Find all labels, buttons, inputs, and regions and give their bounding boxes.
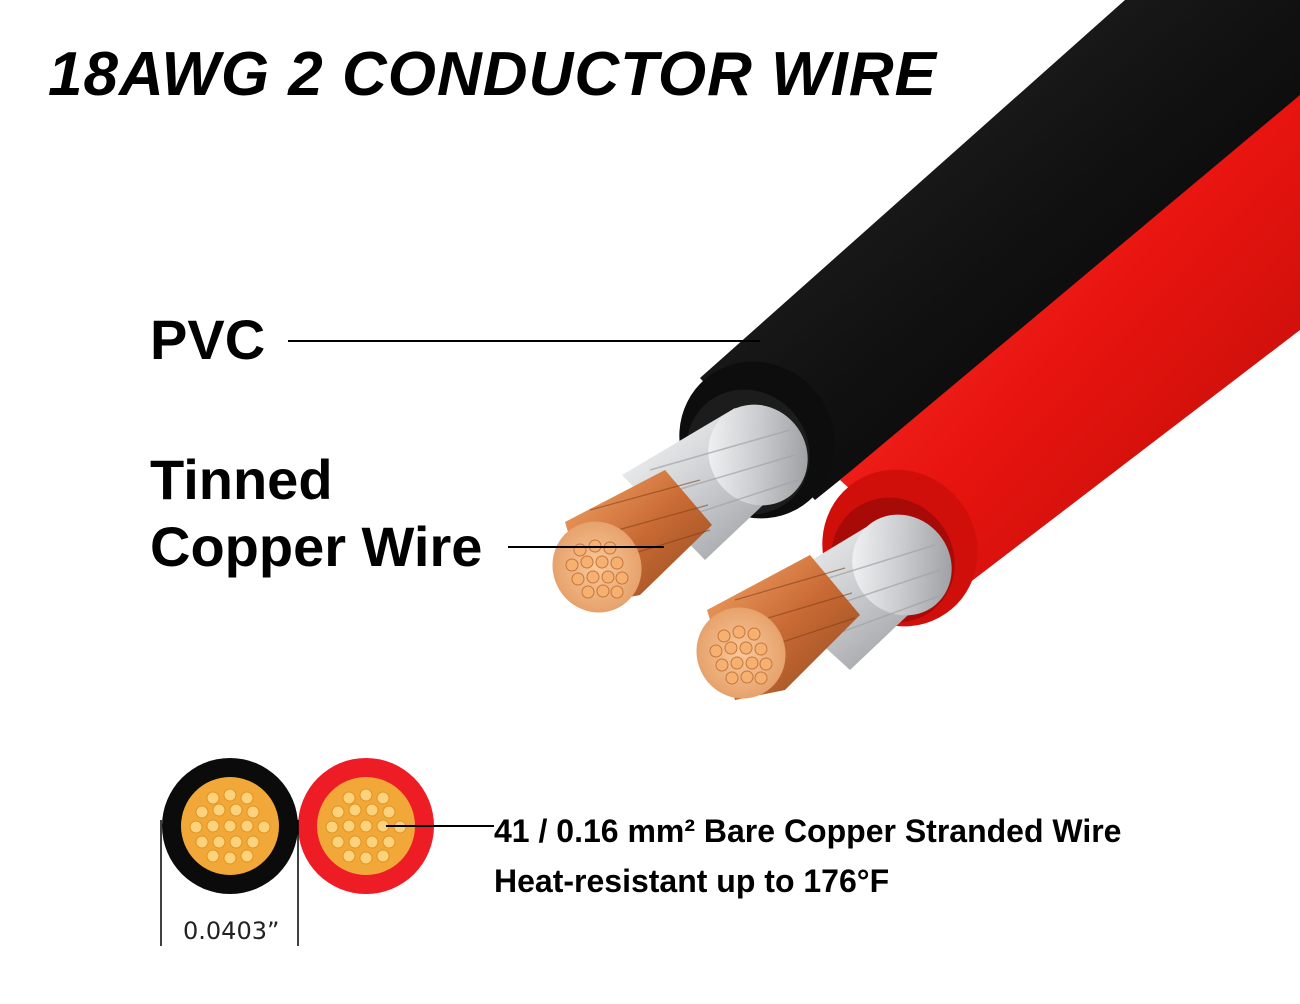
spec-heat-resistance: Heat-resistant up to 176°F [494,863,890,899]
pvc-label: PVC [150,308,266,371]
red-conductor [696,95,1300,700]
spec-stranding: 41 / 0.16 mm² Bare Copper Stranded Wire [494,813,1122,849]
black-conductor [552,0,1300,613]
spec-text: 41 / 0.16 mm² Bare Copper Stranded Wire … [494,806,1121,906]
dimension-label: 0.0403” [183,917,280,945]
tinned-copper-label-line2: Copper Wire [150,515,483,579]
cross-section-black [162,758,298,894]
cross-section-red [298,758,434,894]
tinned-copper-label: Tinned Copper Wire [150,446,482,580]
page-title: 18AWG 2 CONDUCTOR WIRE [48,40,937,109]
tinned-copper-label-line1: Tinned [150,448,333,511]
